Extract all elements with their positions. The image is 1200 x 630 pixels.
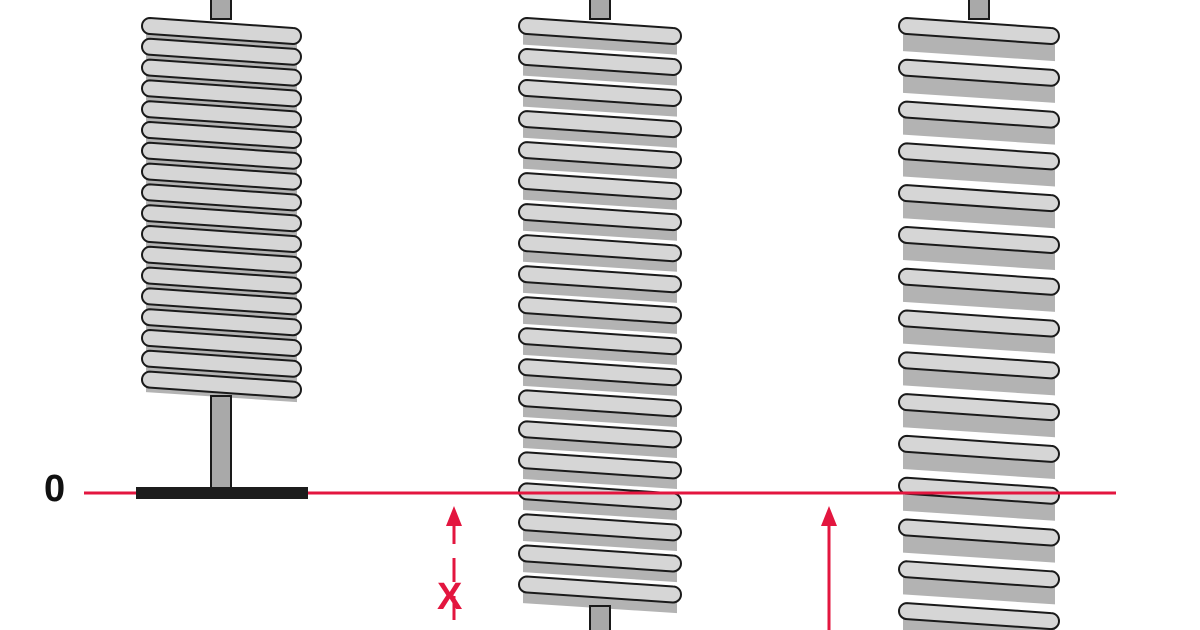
coil-turn: [141, 37, 302, 66]
bottom-rod: [210, 395, 232, 489]
coil-turn: [898, 309, 1060, 338]
coil-turn: [141, 328, 302, 358]
coil-turn: [518, 358, 682, 387]
coil-turn: [518, 420, 682, 449]
coil-turn: [518, 296, 682, 325]
coil-turn: [518, 451, 682, 480]
top-rod: [968, 0, 990, 20]
coil-turn: [141, 224, 302, 254]
coil-turn: [898, 560, 1060, 589]
coil-turn: [141, 349, 302, 378]
coil-turn: [141, 16, 302, 46]
coil-turn: [141, 308, 302, 337]
coil-turn: [898, 225, 1060, 254]
base-plate: [136, 487, 308, 499]
zero-label: 0: [44, 468, 66, 510]
coil-turn: [141, 370, 302, 399]
coil-turn: [141, 79, 302, 108]
top-rod: [589, 0, 611, 20]
coil-turn: [141, 141, 302, 170]
coil-turn: [518, 110, 682, 139]
coil-turn: [518, 79, 682, 108]
coil-turn: [518, 327, 682, 356]
arrow-head: [446, 506, 462, 526]
bottom-rod: [589, 605, 611, 630]
springs-layer: [136, 0, 1060, 630]
coil-turn: [518, 265, 682, 294]
coil-turn: [518, 141, 682, 170]
coil-turn: [141, 58, 302, 87]
coil-turn: [898, 100, 1060, 129]
coil-turn: [141, 266, 302, 295]
top-rod: [210, 0, 232, 20]
coil-turn: [898, 142, 1060, 171]
coil-turn: [141, 162, 302, 191]
coil-turn: [518, 172, 682, 201]
coil-turn: [898, 58, 1060, 87]
arrow-head: [821, 506, 837, 526]
coil-turn: [518, 234, 682, 263]
overlay-layer: [84, 491, 1116, 630]
coil-turn: [898, 184, 1060, 213]
coil-turn: [898, 267, 1060, 296]
coil-turn: [141, 100, 302, 129]
spring-rest: [136, 0, 308, 499]
coil-turn: [898, 476, 1060, 505]
coil-turn: [518, 513, 682, 542]
coil-turn: [518, 575, 682, 604]
coil-turn: [141, 120, 302, 150]
displacement-arrow-small: [446, 506, 462, 630]
coil-turn: [518, 16, 682, 46]
coil-turn: [518, 482, 682, 511]
coil-turn: [141, 204, 302, 233]
spring-extended: [898, 0, 1060, 630]
spring-moderate: [518, 0, 682, 630]
coil-turn: [898, 518, 1060, 547]
displacement-x-label: X: [437, 576, 463, 618]
coil-turn: [141, 183, 302, 212]
displacement-arrow-large: [821, 506, 837, 630]
coil-turn: [898, 351, 1060, 380]
coil-turn: [518, 544, 682, 573]
coil-turn: [518, 48, 682, 77]
coil-turn: [518, 203, 682, 232]
coil-turn: [898, 434, 1060, 463]
coil-turn: [898, 393, 1060, 422]
coil-turn: [898, 602, 1060, 630]
coil-turn: [141, 245, 302, 274]
coil-turn: [141, 287, 302, 316]
coil-turn: [518, 389, 682, 418]
coil-turn: [898, 16, 1060, 46]
